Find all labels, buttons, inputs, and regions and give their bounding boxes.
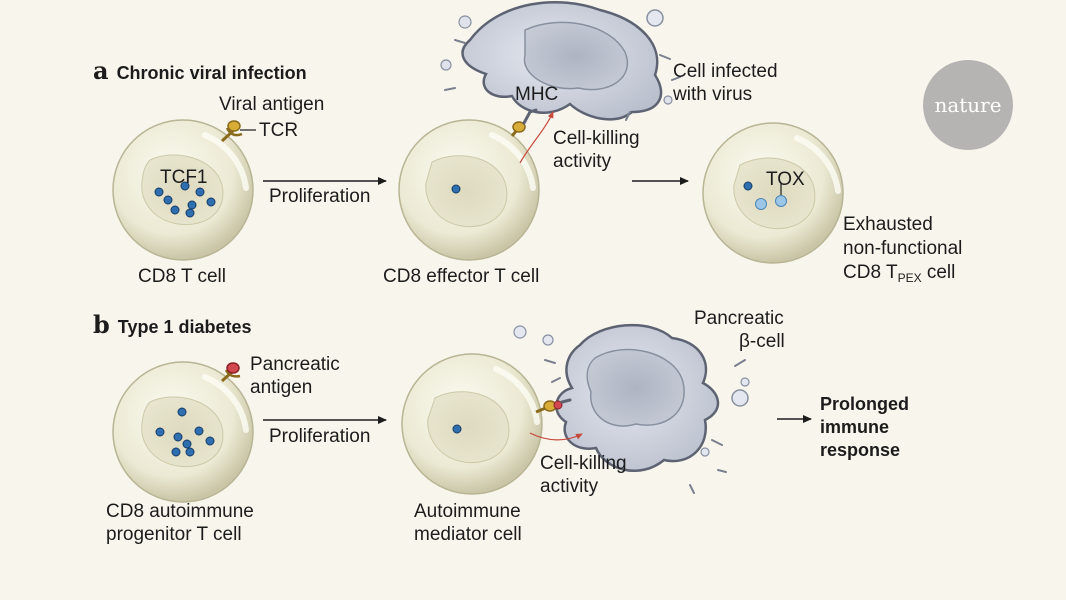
killing-label-a-2: activity [553,151,612,172]
tcf1-dot [206,197,216,207]
tcr-label: TCR [259,120,299,141]
tcf1-dot [171,447,181,457]
panel-b-heading: b Type 1 diabetes [93,310,252,339]
tox-label: TOX [766,169,805,190]
progenitor-cell [112,361,254,503]
tcf1-dot [170,205,180,215]
tcf1-dot [177,407,187,417]
exhausted-cell [702,122,844,264]
tcf1-dot [180,181,190,191]
tcf1-dot [185,447,195,457]
progenitor-label-1: CD8 autoimmune [106,501,254,522]
outcome-label-1: Prolonged [820,394,909,414]
panel-a-letter: a [93,56,109,85]
mediator-cell [401,353,543,495]
tcf1-dot [194,426,204,436]
infected-cell-label-2: with virus [673,84,753,105]
mhc-label: MHC [515,84,559,105]
infected-cell-label-1: Cell infected [673,61,778,82]
killing-label-b-2: activity [540,476,599,497]
beta-cell-label-1: Pancreatic [694,308,784,329]
nature-logo: nature [923,60,1013,150]
tcf1-dot [452,424,462,434]
tcf1-dot [187,200,197,210]
beta-cell-label-2: β-cell [739,331,785,352]
cd8-t-cell-label: CD8 T cell [138,266,226,287]
tox-dot [775,195,787,207]
exhausted-label-1: Exhausted [843,214,933,235]
killing-arrow-b [529,432,583,441]
exhausted-label-2: non-functional [843,238,963,259]
outcome-label-3: response [820,440,901,460]
tcr-mhc-complex-a [510,108,538,137]
exhausted-label-3-pre: CD8 T [843,262,898,283]
tcf1-label: TCF1 [160,167,208,188]
tcr-pancreatic-antigen-b [220,362,241,383]
panel-b-title: Type 1 diabetes [117,317,252,337]
pancreatic-antigen-label-1: Pancreatic [250,354,340,375]
exhausted-label-3: CD8 TPEX cell [843,261,955,286]
panel-a-title: Chronic viral infection [116,63,307,83]
panel-a-heading: a Chronic viral infection [93,56,307,85]
proliferation-label-b: Proliferation [269,426,371,447]
killing-arrow-a [519,111,554,164]
tcf1-dot [205,436,215,446]
killing-label-a-1: Cell-killing [553,128,640,149]
nature-logo-text: nature [934,93,1002,117]
tcf1-dots [154,181,216,218]
tpex-subscript: PEX [897,271,922,285]
mediator-label-2: mediator cell [414,524,522,545]
tcf1-dot [173,432,183,442]
tcr-mhc-complex-b [535,398,572,414]
pancreatic-beta-cell [513,323,750,494]
tcf1-dot [451,184,461,194]
viral-antigen-label: Viral antigen [219,94,325,115]
tcf1-dot [185,208,195,218]
tcf1-dot [155,427,165,437]
tcf1-dot [154,187,164,197]
killing-label-b-1: Cell-killing [540,453,627,474]
exhausted-label-3-post: cell [921,262,956,283]
tcr-viral-antigen-a [220,120,243,143]
effector-label: CD8 effector T cell [383,266,540,287]
tcf1-dot [195,187,205,197]
tox-dot [755,198,767,210]
panel-b-letter: b [93,310,110,339]
outcome-label-2: immune [820,417,890,437]
tcf1-dot [163,195,173,205]
cd8-effector-cell [398,119,540,261]
infected-cell [440,1,681,121]
tcf1-dot [182,439,192,449]
proliferation-label-a: Proliferation [269,186,371,207]
pancreatic-antigen-label-2: antigen [250,377,313,398]
mediator-label-1: Autoimmune [414,501,521,522]
tcf1-dot [743,181,753,191]
progenitor-dots [155,407,215,457]
cd8-t-cell [112,119,254,261]
progenitor-label-2: progenitor T cell [106,524,242,545]
